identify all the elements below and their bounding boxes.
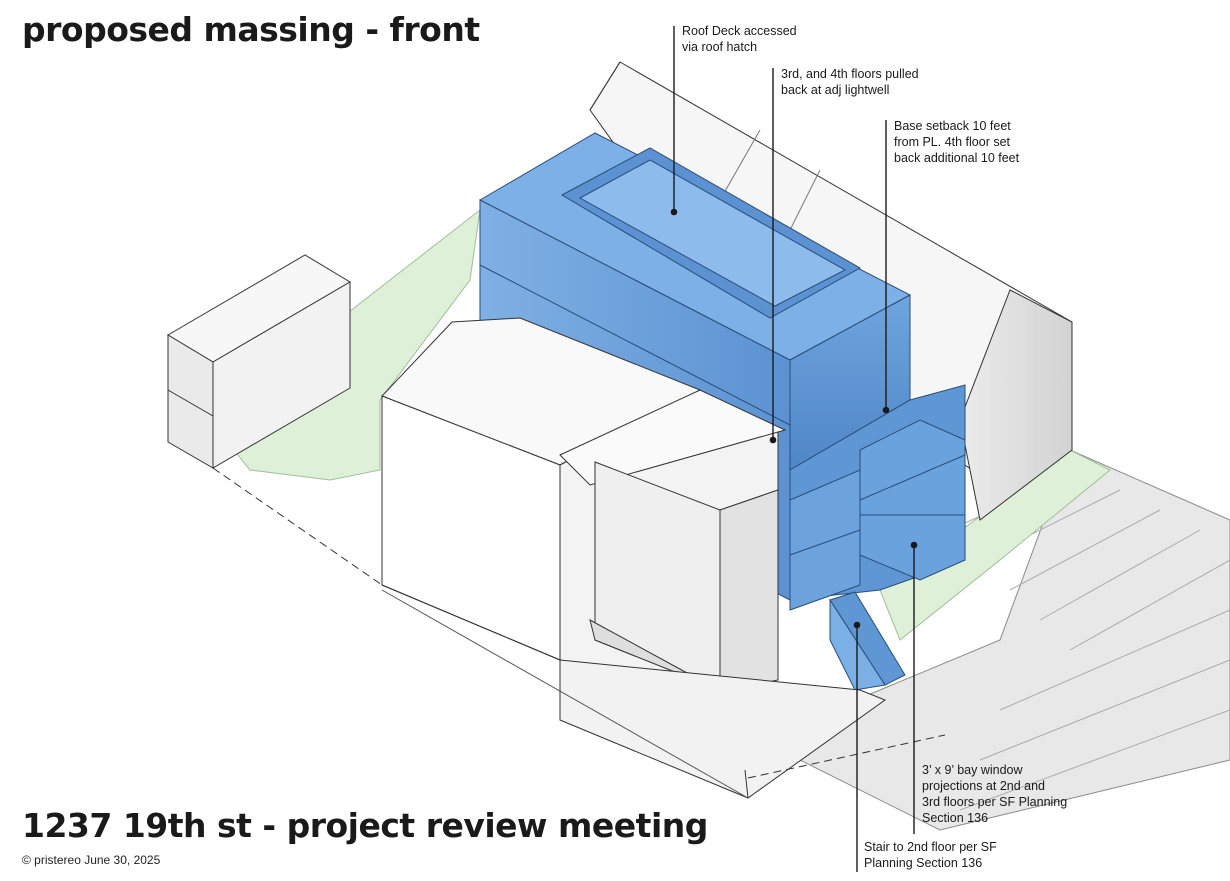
annotation-roof-deck: Roof Deck accessed via roof hatch <box>682 24 797 54</box>
page-title: proposed massing - front <box>22 10 480 49</box>
neighbor-building-front <box>381 317 787 693</box>
annotation-bay-window: 3’ x 9’ bay window projections at 2nd an… <box>922 763 1068 825</box>
leader-stair-dot <box>853 621 861 629</box>
leader-roof-deck-dot <box>670 208 678 216</box>
credit-line: © pristereo June 30, 2025 <box>22 853 161 867</box>
annotation-floors-pulled-back: 3rd, and 4th floors pulled back at adj l… <box>781 67 919 97</box>
project-title: 1237 19th st - project review meeting <box>22 806 708 845</box>
site-base <box>212 467 946 799</box>
leader-lines <box>670 26 918 872</box>
leader-base-setback-dot <box>882 406 890 414</box>
annotation-stair: Stair to 2nd floor per SF Planning Secti… <box>864 840 997 870</box>
leader-bay-window-dot <box>910 541 918 549</box>
neighbor-building-left <box>167 254 351 469</box>
annotation-base-setback: Base setback 10 feet from PL. 4th floor … <box>894 119 1020 165</box>
leader-floors-pulled-back-dot <box>769 436 777 444</box>
